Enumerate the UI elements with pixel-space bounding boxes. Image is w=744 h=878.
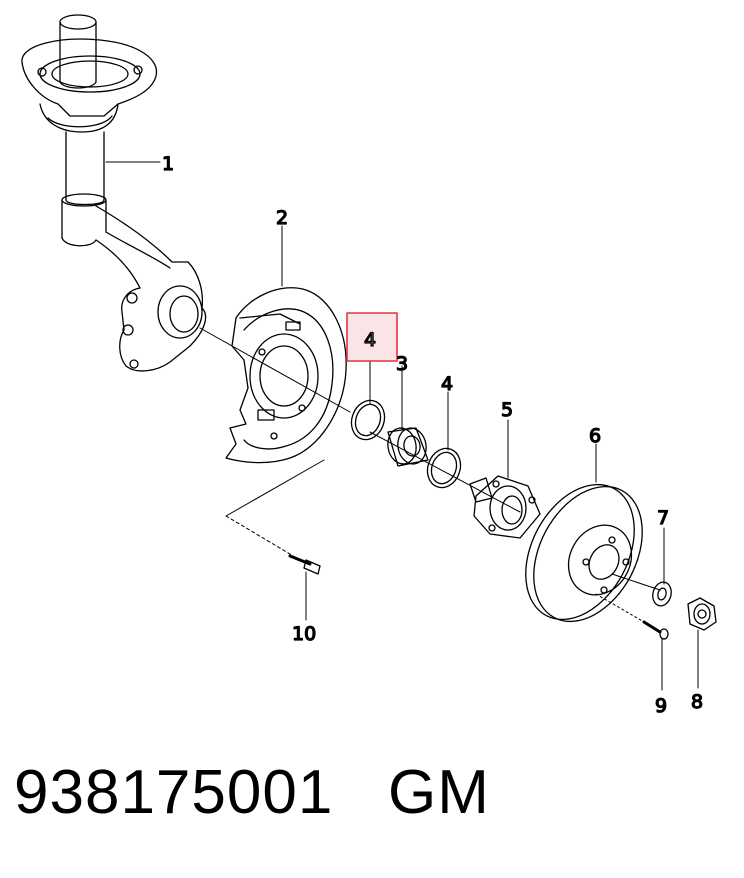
- callout-8: 8: [691, 691, 703, 713]
- snap-ring-left: [350, 399, 386, 441]
- washer: [652, 581, 672, 607]
- callout-1: 1: [162, 153, 174, 175]
- brand-name: GM: [388, 758, 490, 827]
- snap-ring-right: [426, 447, 462, 489]
- callout-5: 5: [501, 399, 513, 421]
- callout-3: 3: [396, 353, 408, 375]
- callout-7: 7: [657, 507, 669, 529]
- callout-4-highlighted: 4: [364, 329, 376, 351]
- part-number: 938175001: [14, 758, 334, 827]
- callout-6: 6: [589, 425, 601, 447]
- backing-plate-bolt: [288, 554, 321, 575]
- hub-nut: [687, 597, 717, 631]
- callout-4-highlight-box: [346, 312, 398, 362]
- part-number-line: 938175001 GM: [14, 762, 490, 824]
- part-code-gap: [333, 758, 388, 827]
- wheel-bearing: [387, 427, 429, 467]
- callout-2: 2: [276, 207, 288, 229]
- callout-4: 4: [441, 373, 453, 395]
- wheel-hub: [469, 475, 541, 539]
- backing-plate: [225, 287, 347, 464]
- callout-10: 10: [292, 623, 316, 645]
- brake-disc: [525, 483, 643, 623]
- strut-assembly: [21, 14, 207, 372]
- disc-screw: [642, 620, 669, 640]
- callout-9: 9: [655, 695, 667, 717]
- leader-lines: [105, 161, 699, 691]
